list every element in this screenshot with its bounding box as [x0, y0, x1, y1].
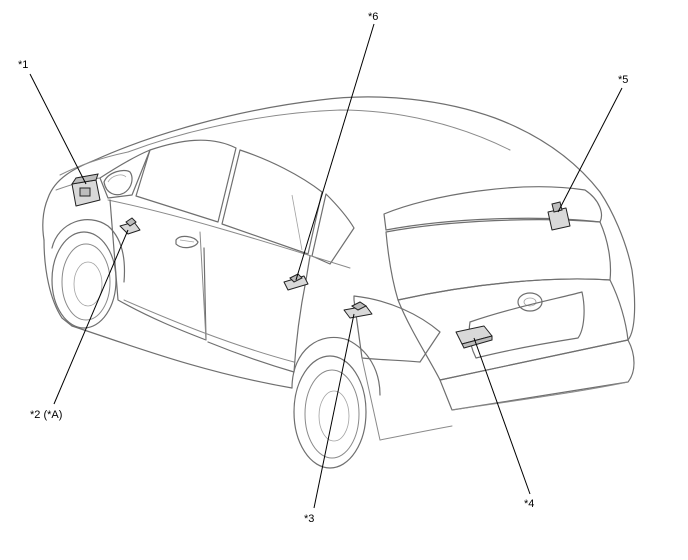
rocker-panel — [71, 325, 293, 389]
callout-label-2: *2 (*A) — [30, 409, 62, 421]
hood-outline — [42, 159, 96, 241]
part-4-switch — [455, 325, 493, 349]
leader-line-3 — [313, 313, 355, 509]
leader-line-1 — [29, 73, 87, 185]
callout-label-5: *5 — [618, 74, 628, 86]
part-6-sensor — [283, 273, 309, 291]
leader-line-4 — [473, 337, 531, 495]
front-door — [109, 199, 207, 341]
callout-label-3: *3 — [304, 513, 314, 525]
door-handle — [175, 235, 199, 249]
rear-wheel — [293, 355, 367, 469]
license-plate-recess — [468, 291, 585, 359]
front-bumper-outline — [43, 239, 73, 327]
callout-label-6: *6 — [368, 11, 378, 23]
leader-line-5 — [557, 87, 623, 213]
roof-outline — [94, 96, 601, 193]
callout-label-1: *1 — [18, 59, 28, 71]
leader-lines — [29, 23, 623, 509]
side-mirror — [103, 169, 133, 196]
front-wheel-arch — [51, 219, 126, 283]
windshield — [99, 149, 151, 199]
rear-door-window — [221, 149, 323, 255]
rear-bumper — [439, 339, 635, 411]
tail-lamp — [353, 295, 441, 363]
rear-hatch — [397, 278, 629, 381]
callout-label-4: *4 — [524, 498, 534, 510]
rear-wheel-arch — [291, 336, 381, 396]
rear-spoiler — [383, 186, 603, 231]
rear-window — [385, 219, 612, 301]
rear-quarter-window — [311, 193, 355, 265]
part-3-sensor — [343, 301, 373, 319]
rear-door — [207, 255, 311, 373]
leader-line-6 — [295, 23, 375, 281]
rear-emblem — [517, 292, 543, 312]
part-5-module — [547, 201, 571, 231]
part-1-module — [70, 173, 101, 207]
vehicle-illustration — [42, 96, 636, 469]
leader-line-2 — [53, 229, 129, 405]
part-2-sensor — [119, 217, 141, 235]
front-door-window — [135, 139, 237, 223]
